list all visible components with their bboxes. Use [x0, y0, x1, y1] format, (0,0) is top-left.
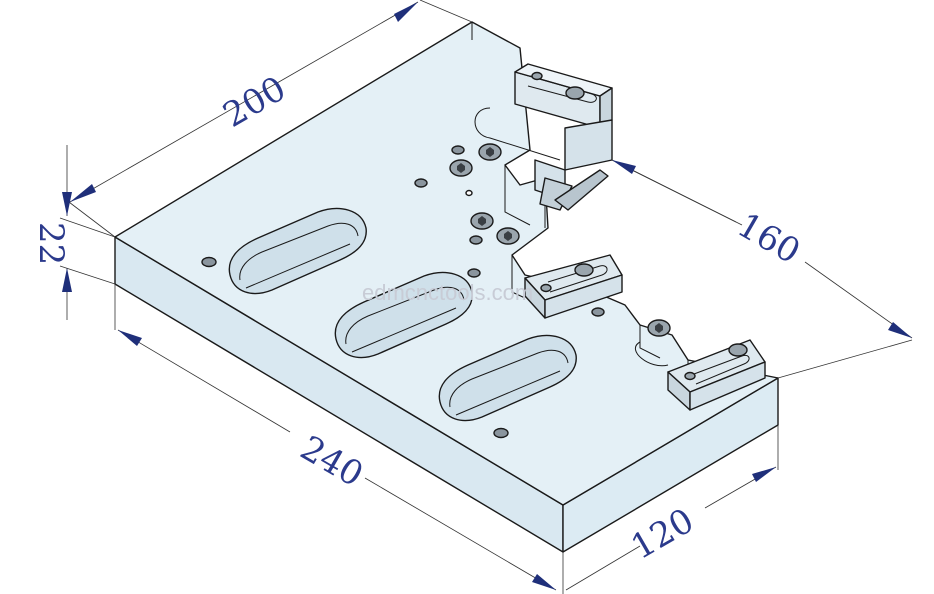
threaded-hole-icon — [451, 145, 465, 155]
clamp-middle — [524, 254, 623, 319]
dimension-label-200: 200 — [217, 69, 293, 136]
threaded-hole-icon — [467, 268, 481, 278]
slot-2 — [334, 271, 473, 359]
slot-3 — [438, 334, 577, 422]
dimension-label-120: 120 — [625, 501, 701, 568]
dimension-22: 22 — [31, 145, 116, 320]
threaded-hole-icon — [591, 307, 605, 317]
notch-steps — [471, 22, 689, 372]
threaded-hole-icon — [465, 189, 473, 197]
dimension-label-22: 22 — [31, 222, 71, 265]
threaded-hole-icon — [493, 427, 509, 439]
socket-head-screw-icon — [478, 143, 502, 161]
screws — [449, 143, 671, 337]
dimension-label-240: 240 — [294, 428, 370, 495]
slot-1 — [228, 207, 367, 295]
base-plate — [114, 21, 779, 553]
socket-head-screw-icon — [449, 159, 473, 177]
clamp-top — [514, 63, 613, 211]
socket-head-screw-icon — [496, 227, 520, 245]
threaded-hole-icon — [414, 178, 428, 188]
dimension-label-160: 160 — [731, 205, 807, 272]
clamp-bottom — [667, 339, 766, 411]
holes — [201, 145, 605, 439]
watermark: edmcnctools.com — [362, 280, 533, 305]
socket-head-screw-icon — [647, 319, 671, 337]
socket-head-screw-icon — [470, 212, 494, 230]
threaded-hole-icon — [201, 256, 217, 268]
threaded-hole-icon — [469, 235, 483, 245]
